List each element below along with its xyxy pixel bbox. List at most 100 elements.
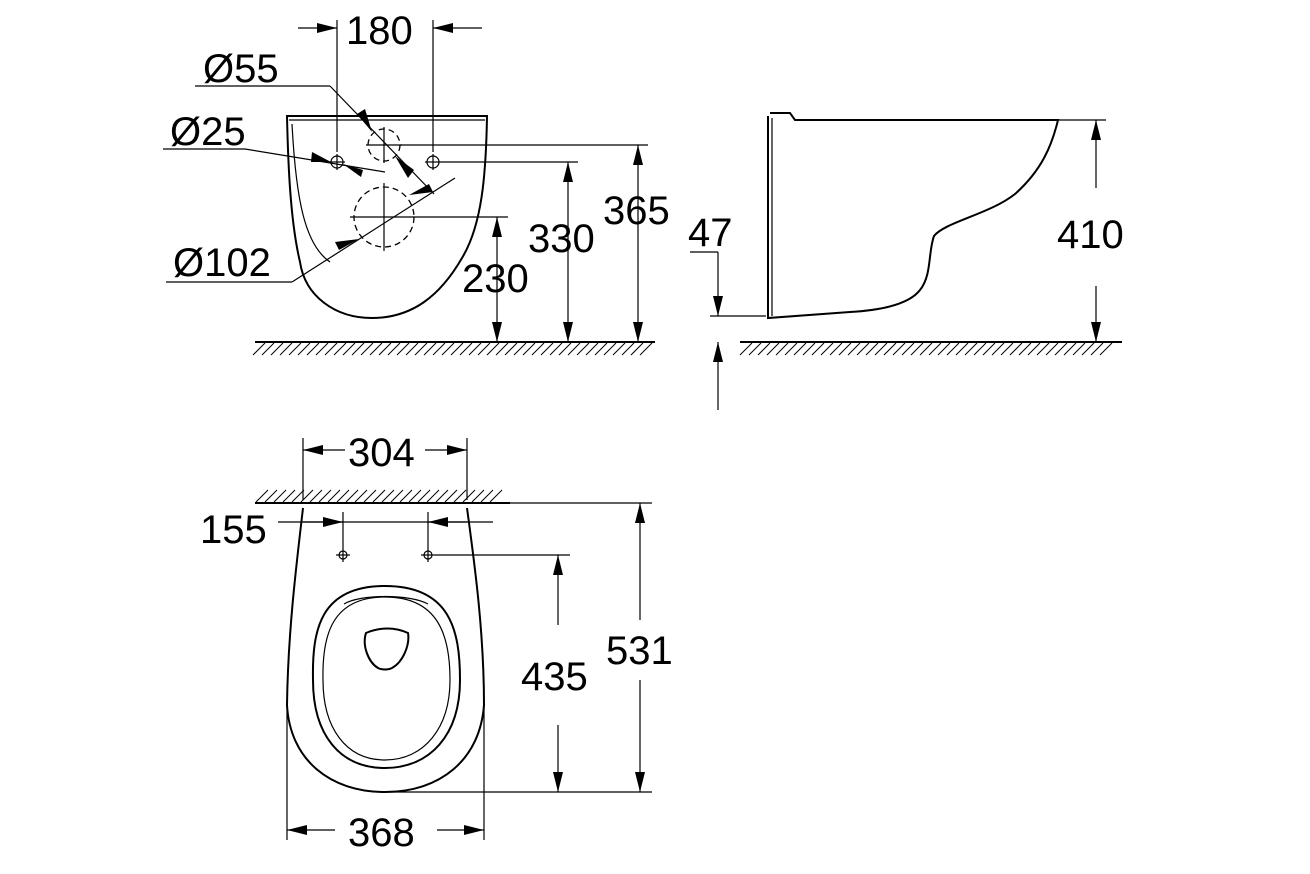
dim-230-label: 230: [462, 257, 529, 301]
floor-hatch-stroke: [982, 342, 996, 356]
floor-hatch-stroke: [261, 342, 275, 356]
wall-hatch-stroke: [381, 489, 395, 503]
top-bolt-hole-right: [423, 550, 433, 560]
dim-dia102-arrow-bottom: [335, 239, 359, 250]
wall-hatch-stroke: [453, 489, 467, 503]
floor-hatch-stroke: [630, 342, 644, 356]
floor-hatch-stroke: [621, 342, 635, 356]
dim-180-arrow-right: [433, 23, 453, 33]
dim-365-label: 365: [603, 189, 670, 233]
floor-hatch-stroke: [784, 342, 798, 356]
wall-hatch-stroke: [255, 489, 269, 503]
floor-hatch-stroke: [1027, 342, 1041, 356]
wall-hatch-stroke: [426, 489, 440, 503]
wall-hatch-stroke: [264, 489, 278, 503]
dim-230-arrow-top: [492, 217, 502, 237]
floor-hatch-stroke: [468, 342, 482, 356]
floor-hatch-stroke: [1063, 342, 1077, 356]
floor-hatch-stroke: [775, 342, 789, 356]
floor-hatch-stroke: [333, 342, 347, 356]
dim-dia55-arrow-top: [357, 109, 372, 132]
dim-330-arrow-top: [563, 162, 573, 182]
floor-hatch-stroke: [928, 342, 942, 356]
wall-hatch-stroke: [435, 489, 449, 503]
floor-hatch-stroke: [396, 342, 410, 356]
floor-hatch-stroke: [432, 342, 446, 356]
dim-368-arrow-right: [464, 825, 484, 835]
seat-hinge-line: [343, 595, 429, 605]
floor-hatch-stroke: [594, 342, 608, 356]
floor-hatch-stroke: [549, 342, 563, 356]
wall-hatch-stroke: [309, 489, 323, 503]
dim-435-arrow-top: [553, 555, 563, 575]
dim-531-arrow-bottom: [635, 772, 645, 792]
floor-hatch-stroke: [603, 342, 617, 356]
floor-hatch-stroke: [883, 342, 897, 356]
floor-hatch-stroke: [495, 342, 509, 356]
dim-47-arrow-top: [713, 296, 723, 316]
wall-hatch-stroke: [480, 489, 494, 503]
wall-hatch-stroke: [282, 489, 296, 503]
floor-hatch-stroke: [486, 342, 500, 356]
wall-hatch-stroke: [291, 489, 305, 503]
side-toilet-outline: [767, 112, 1060, 320]
floor-hatch-stroke: [793, 342, 807, 356]
dim-330-arrow-bottom: [563, 322, 573, 342]
dim-dia102-arrow-top: [409, 184, 433, 195]
floor-hatch-stroke: [1072, 342, 1086, 356]
wall-hatch-stroke: [336, 489, 350, 503]
floor-hatch-stroke: [802, 342, 816, 356]
side-floor-hatching: [739, 342, 1113, 356]
floor-hatch-stroke: [847, 342, 861, 356]
dim-410-label: 410: [1057, 213, 1124, 257]
wall-hatch-stroke: [399, 489, 413, 503]
floor-hatch-stroke: [1090, 342, 1104, 356]
floor-hatch-stroke: [324, 342, 338, 356]
floor-hatch-stroke: [315, 342, 329, 356]
floor-hatch-stroke: [576, 342, 590, 356]
front-view: 180 Ø55 Ø25 Ø102 230 330: [163, 9, 670, 356]
dim-47-arrow-bottom: [713, 342, 723, 362]
floor-hatch-stroke: [739, 342, 753, 356]
dim-dia25-arrow-right: [343, 164, 363, 177]
floor-hatch-stroke: [297, 342, 311, 356]
wall-hatch-stroke: [318, 489, 332, 503]
dim-304-arrow-left: [303, 445, 323, 455]
top-bolt-hole-left: [338, 550, 348, 560]
floor-hatch-stroke: [522, 342, 536, 356]
dim-410-arrow-top: [1091, 120, 1101, 140]
floor-hatch-stroke: [991, 342, 1005, 356]
dim-155-arrow-left: [323, 517, 343, 527]
floor-hatch-stroke: [838, 342, 852, 356]
dim-dia55-arrow-bottom: [395, 156, 414, 178]
wall-hatch-stroke: [354, 489, 368, 503]
dim-dia55-label: Ø55: [203, 47, 279, 91]
drain-opening: [363, 627, 410, 671]
floor-hatch-stroke: [423, 342, 437, 356]
dim-dia102-leader: [291, 177, 456, 283]
dim-dia25-label: Ø25: [170, 110, 246, 154]
floor-hatch-stroke: [1054, 342, 1068, 356]
floor-hatch-stroke: [1018, 342, 1032, 356]
front-bowl-outline: [285, 115, 489, 320]
dim-365-arrow-bottom: [633, 322, 643, 342]
floor-hatch-stroke: [919, 342, 933, 356]
floor-hatch-stroke: [405, 342, 419, 356]
wall-hatch-stroke: [408, 489, 422, 503]
floor-hatch-stroke: [973, 342, 987, 356]
dim-531-arrow-top: [635, 503, 645, 523]
dim-435-arrow-bottom: [553, 772, 563, 792]
wall-hatch-stroke: [363, 489, 377, 503]
dim-180-label: 180: [346, 9, 413, 53]
floor-hatch-stroke: [531, 342, 545, 356]
floor-hatch-stroke: [811, 342, 825, 356]
seat-inner: [322, 596, 451, 761]
dim-368-arrow-left: [287, 825, 307, 835]
floor-hatch-stroke: [1081, 342, 1095, 356]
floor-hatch-stroke: [901, 342, 915, 356]
dim-dia102-label: Ø102: [173, 241, 271, 285]
floor-hatch-stroke: [856, 342, 870, 356]
floor-hatch-stroke: [757, 342, 771, 356]
floor-hatch-stroke: [504, 342, 518, 356]
floor-hatch-stroke: [459, 342, 473, 356]
